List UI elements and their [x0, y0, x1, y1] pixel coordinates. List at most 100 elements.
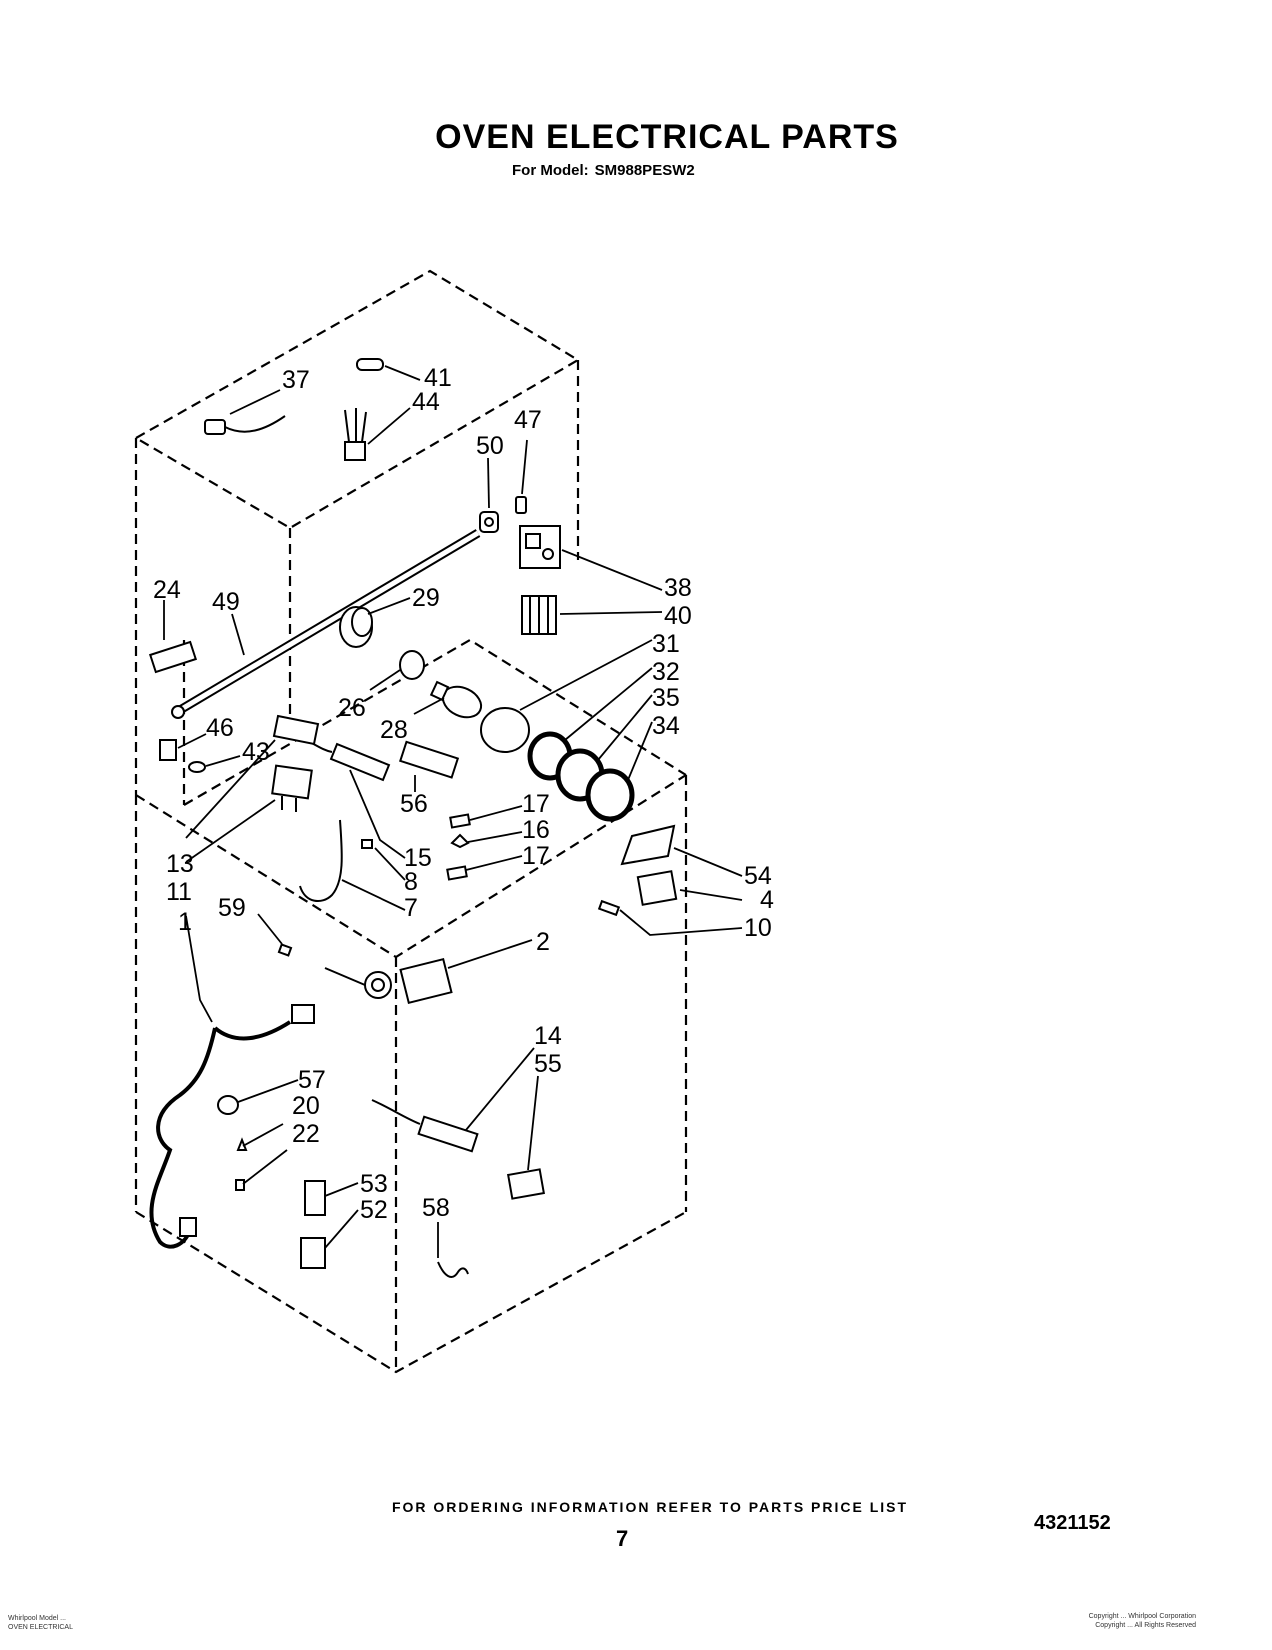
label-56: 56: [400, 790, 428, 818]
leader-13: [185, 739, 276, 839]
fine-print-left-line-2: OVEN ELECTRICAL: [8, 1624, 73, 1631]
part-55-bracket: [507, 1168, 545, 1200]
part-47-fuse: [515, 496, 527, 514]
label-2: 2: [536, 928, 550, 956]
ordering-note-text: FOR ORDERING INFORMATION REFER TO PARTS …: [391, 1499, 909, 1515]
leader-17a: [469, 805, 523, 821]
part-22-screw: [235, 1179, 245, 1191]
label-40: 40: [664, 602, 692, 630]
label-34: 34: [652, 712, 680, 740]
label-37: 37: [282, 366, 310, 394]
label-13: 13: [166, 850, 194, 878]
part-4-switch: [636, 870, 678, 906]
leader-49: [231, 613, 245, 656]
part-58-wire: [437, 1261, 469, 1278]
part-29-socket-inner: [351, 607, 373, 637]
leader-26: [369, 669, 401, 691]
label-16: 16: [522, 816, 550, 844]
model-prefix: For Model:: [512, 162, 589, 179]
leader-4: [679, 889, 743, 901]
part-43-screw: [188, 761, 206, 773]
leader-52: [324, 1209, 359, 1249]
label-55: 55: [534, 1050, 562, 1078]
leader-55: [527, 1075, 539, 1171]
leader-14: [465, 1047, 535, 1131]
label-59: 59: [218, 894, 246, 922]
leader-17b: [465, 855, 523, 871]
leader-41: [384, 365, 421, 381]
leader-57: [237, 1079, 299, 1103]
fine-print-right: Copyright ... Whirlpool Corporation Copy…: [1089, 1612, 1196, 1630]
label-57: 57: [298, 1066, 326, 1094]
fine-print-left-line-1: Whirlpool Model ...: [8, 1615, 66, 1622]
part-38-relay-terminal: [542, 548, 554, 560]
cabinet-outline: [134, 269, 688, 1374]
leader-28: [413, 697, 445, 715]
label-22: 22: [292, 1120, 320, 1148]
part-13-bracket: [272, 714, 320, 746]
leader-46: [177, 733, 207, 749]
upper-box-top: [135, 269, 581, 530]
label-41: 41: [424, 364, 452, 392]
leader-31: [519, 639, 653, 711]
part-2-knob-shaft: [371, 978, 385, 992]
part-1-strain-relief: [179, 1217, 197, 1237]
part-number-labels: 37 41 44 47 50 38 40 24 49 29 31 32 35 3…: [153, 364, 774, 1224]
leader-43: [205, 755, 241, 767]
leader-15: [349, 769, 406, 859]
part-34-ring: [585, 768, 635, 822]
part-31-lens: [480, 707, 530, 753]
leader-16: [467, 831, 523, 843]
part-28-bulb-base: [429, 680, 450, 702]
part-11-switch: [271, 764, 313, 800]
ordering-note: FOR ORDERING INFORMATION REFER TO PARTS …: [0, 1499, 1272, 1515]
leader-11: [185, 799, 276, 863]
part-7-wire: [299, 819, 343, 903]
label-54: 54: [744, 862, 772, 890]
label-49: 49: [212, 588, 240, 616]
leader-10: [619, 909, 743, 936]
part-2-capillary: [324, 967, 366, 986]
label-8: 8: [404, 868, 418, 896]
label-17-lower: 17: [522, 842, 550, 870]
part-26-socket-ring: [399, 650, 425, 680]
label-17-upper: 17: [522, 790, 550, 818]
part-1-plug: [291, 1004, 315, 1024]
upper-box-bottom: [183, 638, 687, 806]
leader-40: [559, 611, 663, 615]
leader-34: [627, 721, 653, 781]
leader-2: [447, 939, 533, 969]
part-40-terminal-dividers: [529, 596, 549, 634]
label-28: 28: [380, 716, 408, 744]
part-14-sensor-wire: [371, 1099, 421, 1125]
part-17-insulator-upper: [449, 813, 471, 829]
leader-59: [257, 913, 283, 945]
part-49-element-end: [171, 705, 185, 719]
label-44: 44: [412, 388, 440, 416]
part-8-connector: [361, 839, 373, 849]
leader-35: [597, 694, 653, 761]
part-2-switch-body: [399, 957, 453, 1005]
label-52: 52: [360, 1196, 388, 1224]
leader-38: [561, 549, 663, 591]
leader-32: [564, 667, 653, 741]
part-54-shield: [620, 824, 676, 866]
label-35: 35: [652, 684, 680, 712]
part-44-wires: [344, 408, 367, 443]
part-44-terminal-block: [344, 441, 366, 461]
part-53-fuse-holder: [304, 1180, 326, 1216]
part-16-clip: [450, 833, 470, 849]
label-58: 58: [422, 1194, 450, 1222]
title-text: OVEN ELECTRICAL PARTS: [435, 118, 899, 156]
part-41-fuse: [356, 358, 384, 371]
leader-1: [185, 915, 213, 1023]
part-50-limiter-stud: [484, 517, 494, 527]
label-14: 14: [534, 1022, 562, 1050]
part-52-holder: [300, 1237, 326, 1269]
page-number: 7: [616, 1526, 629, 1551]
part-10-connector: [597, 899, 621, 917]
part-46-clip: [159, 739, 177, 761]
fine-print-right-line-2: Copyright ... All Rights Reserved: [1095, 1622, 1196, 1629]
label-47: 47: [514, 406, 542, 434]
